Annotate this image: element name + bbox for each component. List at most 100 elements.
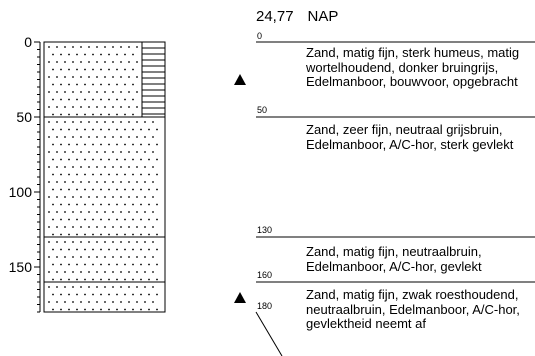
sand-dot-pattern bbox=[48, 46, 158, 311]
sand-dot bbox=[64, 136, 66, 138]
depth-label-50: 50 bbox=[257, 105, 268, 115]
sand-dot bbox=[72, 256, 74, 258]
sand-dot bbox=[156, 128, 158, 131]
sand-dot bbox=[108, 248, 110, 251]
sand-dot bbox=[144, 136, 146, 138]
sand-dot bbox=[96, 151, 98, 153]
sand-dot bbox=[68, 248, 70, 251]
sand-dot bbox=[96, 211, 98, 213]
sand-dot bbox=[108, 68, 110, 71]
sand-dot bbox=[48, 256, 50, 258]
sand-dot bbox=[76, 263, 78, 266]
sand-dot bbox=[92, 128, 94, 131]
sand-dot bbox=[96, 106, 98, 108]
sand-dot bbox=[156, 278, 158, 281]
sand-dot bbox=[100, 233, 102, 236]
axis-label-100: 100 bbox=[9, 184, 33, 200]
sand-dot bbox=[68, 98, 70, 101]
sand-dot bbox=[48, 76, 50, 78]
sand-dot bbox=[120, 106, 122, 108]
sand-dot bbox=[64, 121, 66, 123]
sand-dot bbox=[48, 106, 50, 108]
sand-dot bbox=[140, 233, 142, 236]
sand-dot bbox=[108, 158, 110, 161]
sand-dot bbox=[128, 91, 130, 93]
sand-dot bbox=[108, 173, 110, 176]
sand-dot bbox=[60, 53, 62, 56]
sand-dot bbox=[128, 211, 130, 213]
sand-dot bbox=[108, 203, 110, 206]
sand-dot bbox=[120, 91, 122, 93]
sand-dot bbox=[124, 113, 126, 116]
sand-dot bbox=[144, 301, 146, 303]
sand-dot bbox=[128, 241, 130, 243]
sand-dot bbox=[60, 188, 62, 191]
sand-dot bbox=[104, 226, 106, 228]
sand-dot bbox=[60, 278, 62, 281]
sand-dot bbox=[88, 91, 90, 93]
sand-dot bbox=[100, 248, 102, 251]
sand-dot bbox=[112, 46, 114, 48]
sand-dot bbox=[148, 308, 150, 311]
sand-dot bbox=[124, 308, 126, 311]
sand-dot bbox=[84, 308, 86, 311]
sand-dot bbox=[136, 256, 138, 258]
sand-dot bbox=[80, 286, 82, 288]
sand-dot bbox=[64, 151, 66, 153]
sand-dot bbox=[124, 293, 126, 296]
axis-label-0: 0 bbox=[24, 34, 32, 50]
sand-dot bbox=[60, 308, 62, 311]
sand-dot bbox=[120, 226, 122, 228]
sand-dot bbox=[72, 241, 74, 243]
sand-dot bbox=[120, 256, 122, 258]
sand-dot bbox=[132, 143, 134, 146]
sand-dot bbox=[68, 158, 70, 161]
sand-dot bbox=[80, 121, 82, 123]
sand-dot bbox=[100, 68, 102, 71]
sand-dot bbox=[56, 151, 58, 153]
sand-dot bbox=[72, 286, 74, 288]
sand-dot bbox=[100, 113, 102, 116]
sand-dot bbox=[148, 278, 150, 281]
sand-dot bbox=[128, 196, 130, 198]
sand-dot bbox=[88, 46, 90, 48]
sand-dot bbox=[48, 286, 50, 288]
sand-dot bbox=[92, 173, 94, 176]
sand-dot bbox=[68, 278, 70, 281]
sand-dot bbox=[52, 173, 54, 176]
sand-dot bbox=[156, 218, 158, 221]
sand-dot bbox=[80, 106, 82, 108]
sand-dot bbox=[132, 263, 134, 266]
sand-dot bbox=[112, 256, 114, 258]
depth-label-0: 0 bbox=[257, 31, 263, 41]
sand-dot bbox=[60, 98, 62, 101]
sand-dot bbox=[148, 218, 150, 221]
sand-dot bbox=[124, 53, 126, 56]
sand-dot bbox=[148, 188, 150, 191]
sand-dot bbox=[132, 53, 134, 56]
sand-dot bbox=[116, 158, 118, 161]
sand-dot bbox=[112, 151, 114, 153]
groundwater-triangle-2 bbox=[234, 292, 246, 303]
sand-dot bbox=[152, 196, 154, 198]
sand-dot bbox=[136, 286, 138, 288]
sand-dot bbox=[116, 143, 118, 146]
sand-dot bbox=[88, 211, 90, 213]
sand-dot bbox=[136, 151, 138, 153]
sand-dot bbox=[104, 76, 106, 78]
sand-dot bbox=[84, 203, 86, 206]
sand-dot bbox=[48, 46, 50, 48]
sand-dot bbox=[48, 196, 50, 198]
sand-dot bbox=[136, 211, 138, 213]
sand-dot bbox=[156, 248, 158, 251]
sand-dot bbox=[144, 241, 146, 243]
sand-dot bbox=[124, 278, 126, 281]
sand-dot bbox=[148, 263, 150, 266]
sand-dot bbox=[56, 226, 58, 228]
sand-dot bbox=[60, 218, 62, 221]
sand-dot bbox=[56, 166, 58, 168]
sand-dot bbox=[108, 218, 110, 221]
sand-dot bbox=[56, 211, 58, 213]
